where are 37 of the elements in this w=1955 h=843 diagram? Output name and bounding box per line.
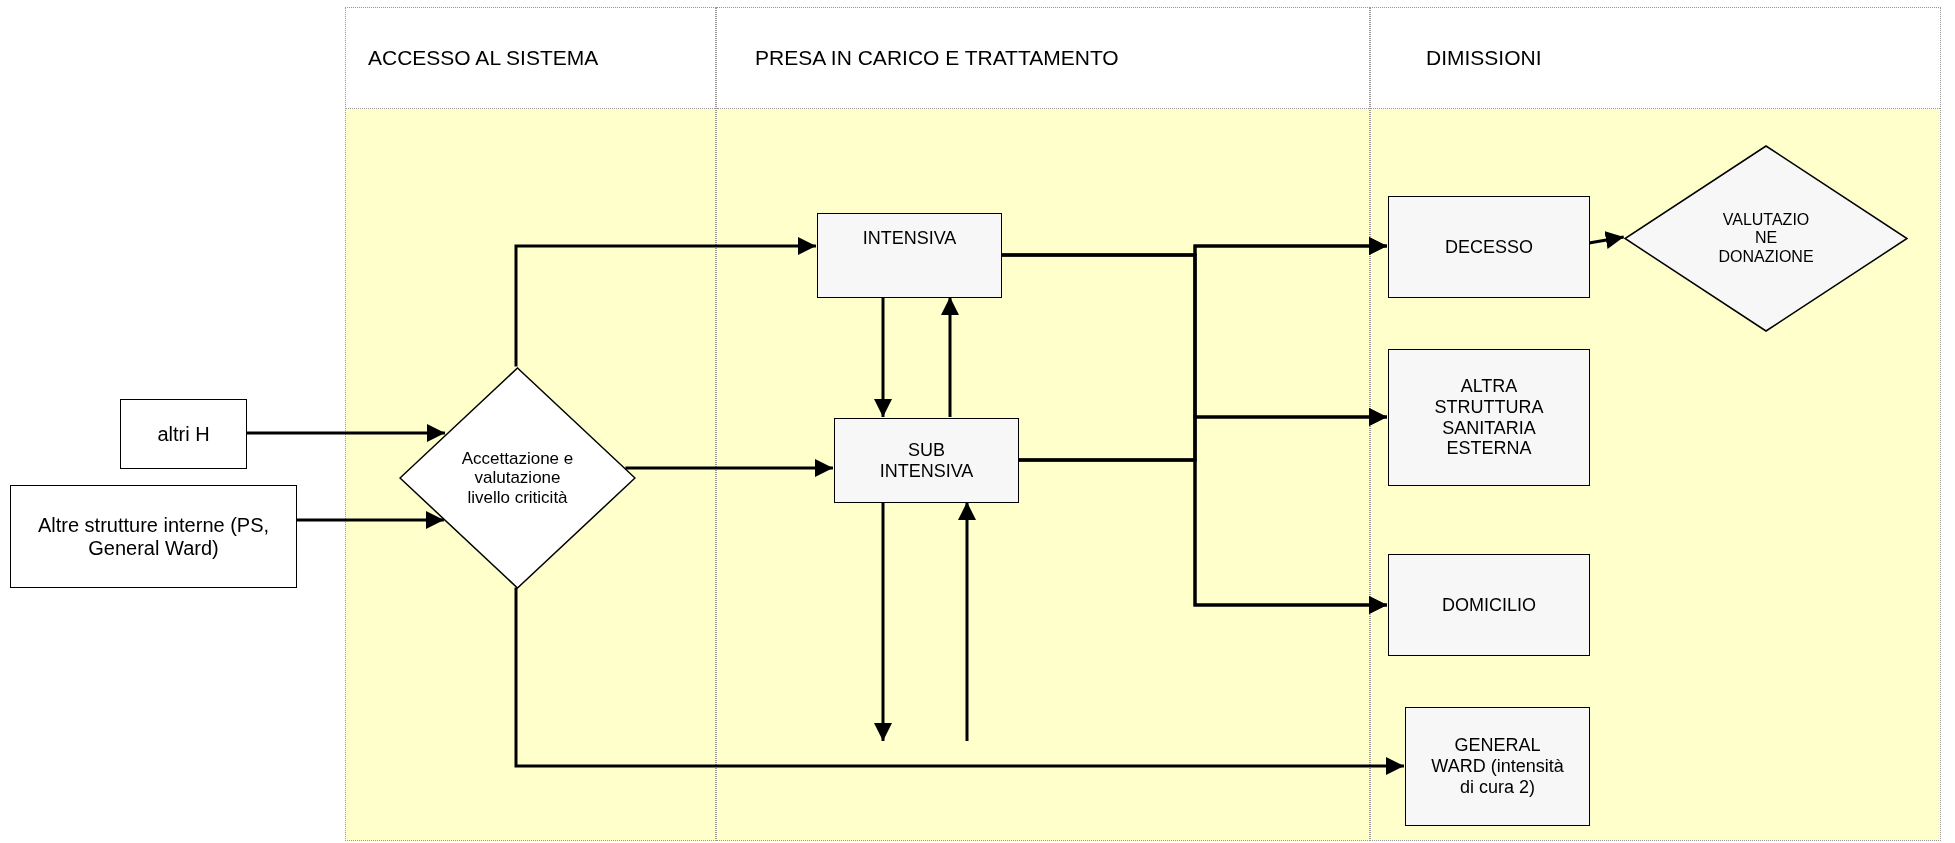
node-text: INTENSIVA (862, 228, 957, 249)
swimlane (1370, 7, 1941, 841)
arrow (1588, 231, 1624, 249)
process-box (834, 418, 1019, 503)
arrow (514, 237, 816, 367)
node-text: ALTRA STRUTTURA SANITARIA ESTERNA (1433, 376, 1545, 459)
swimlane (345, 7, 716, 841)
process-box (1388, 349, 1590, 486)
lane-header: DIMISSIONI (1371, 8, 1940, 109)
node-text: SUB INTENSIVA (878, 439, 975, 482)
decision-diamond (1624, 145, 1908, 332)
lane-header: PRESA IN CARICO E TRATTAMENTO (717, 8, 1369, 109)
node-text: DOMICILIO (1442, 594, 1536, 616)
arrow (941, 297, 959, 417)
process-box (817, 213, 1002, 298)
arrow (625, 459, 833, 477)
arrow (1018, 458, 1387, 614)
lane-header: ACCESSO AL SISTEMA (346, 8, 715, 109)
node-text: Altre strutture interne (PS, General Ward) (36, 513, 271, 560)
node-text: altri H (157, 422, 210, 446)
process-box (1388, 554, 1590, 656)
node-text: GENERAL WARD (intensità di cura 2) (1430, 735, 1565, 798)
arrow (958, 502, 976, 741)
node-text: VALUTAZIO NE DONAZIONE (1717, 210, 1815, 267)
arrow (874, 502, 892, 741)
node-text: DECESSO (1445, 236, 1533, 258)
arrow (297, 511, 444, 529)
process-box (1388, 196, 1590, 298)
arrow (874, 297, 892, 417)
process-box (10, 485, 297, 588)
process-box (120, 399, 247, 469)
arrow (247, 424, 445, 442)
swimlane (716, 7, 1370, 841)
arrow (514, 587, 1404, 775)
node-text: Accettazione e valutazione livello criticità (460, 448, 575, 508)
process-box (1405, 707, 1590, 826)
decision-diamond (399, 367, 636, 589)
